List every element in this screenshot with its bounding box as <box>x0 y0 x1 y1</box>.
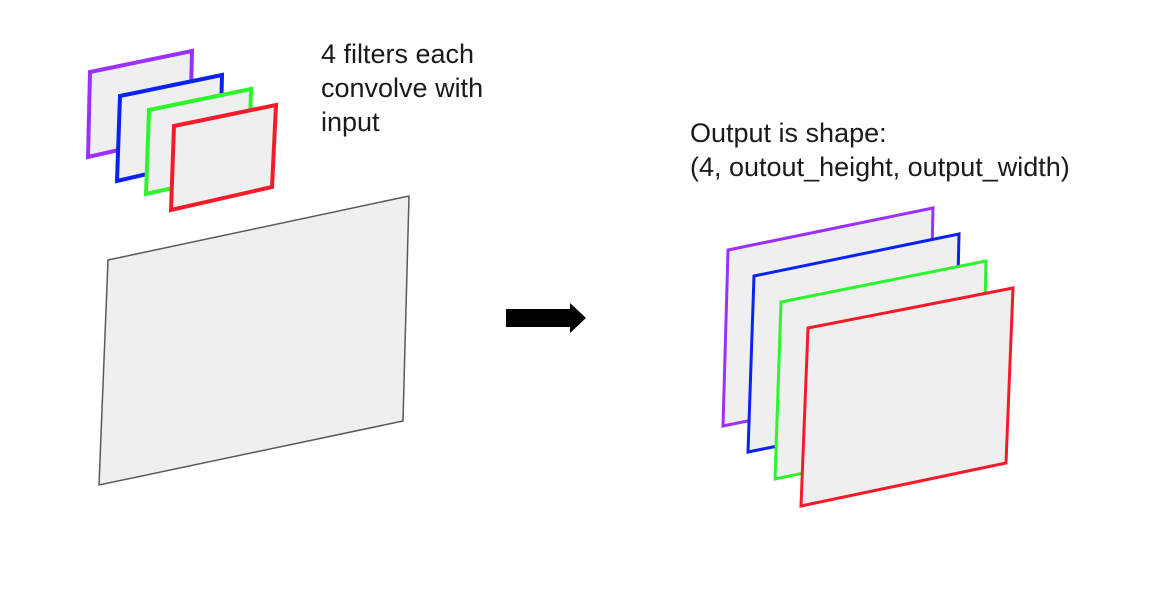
right-arrow-icon <box>506 303 586 333</box>
filters-caption-line-1: 4 filters each <box>321 39 475 69</box>
output-caption: Output is shape: (4, outout_height, outp… <box>690 116 1070 184</box>
filters-caption: 4 filters each convolve with input <box>321 37 483 139</box>
filters-caption-line-2: convolve with <box>321 73 484 103</box>
filters-stack <box>85 48 279 213</box>
output-stack <box>721 206 1015 508</box>
filter-red <box>168 102 279 213</box>
output-caption-line-2: (4, outout_height, output_width) <box>690 152 1070 182</box>
input-sheet <box>98 195 410 486</box>
filters-caption-line-3: input <box>321 107 380 137</box>
output-caption-line-1: Output is shape: <box>690 118 887 148</box>
output-map-red <box>799 286 1015 508</box>
